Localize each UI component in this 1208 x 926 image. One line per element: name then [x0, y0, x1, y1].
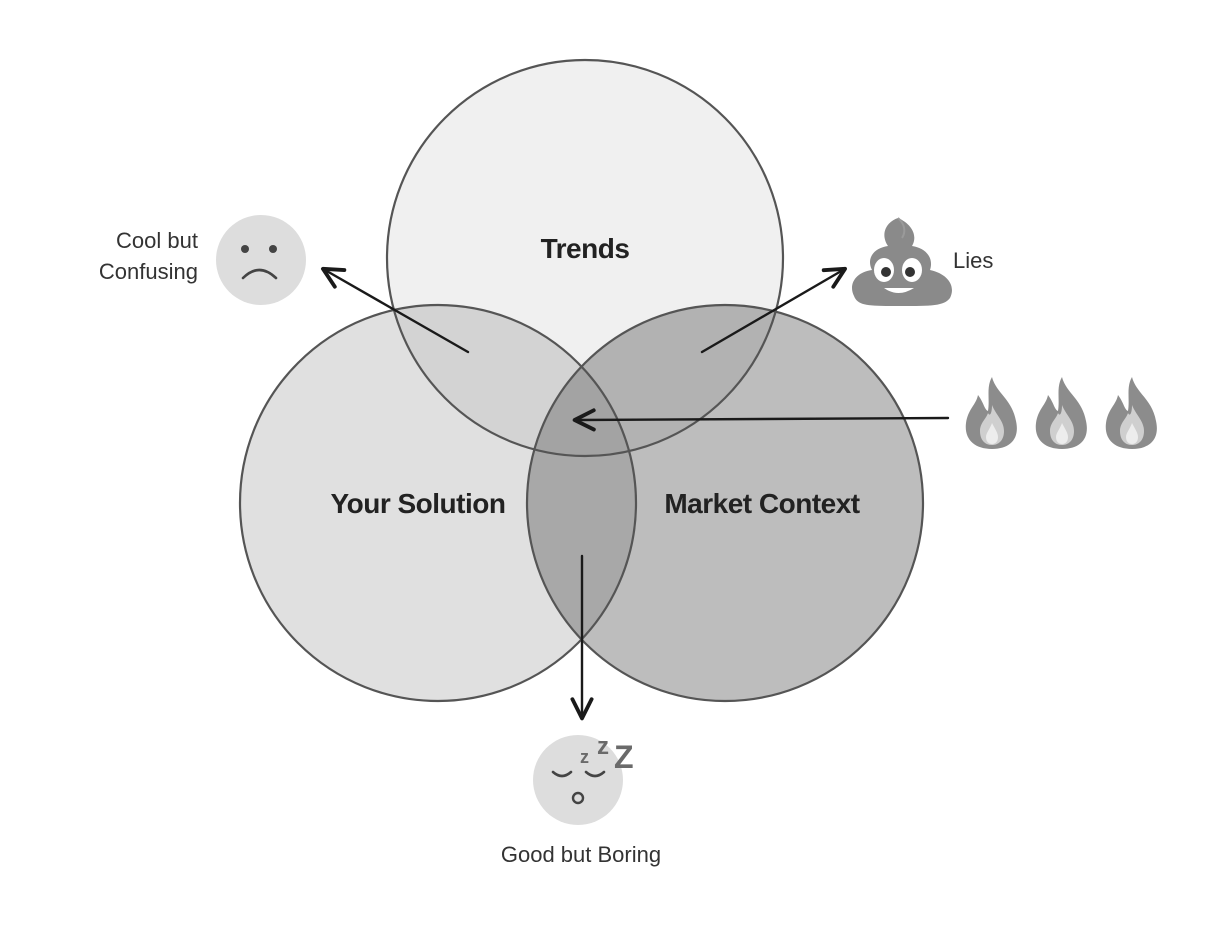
frowning-face-icon: [216, 215, 306, 305]
market-context-outline: [525, 303, 925, 703]
fire-icon: [965, 377, 1017, 449]
fire-icon: [1035, 377, 1087, 449]
market-context-label: Market Context: [664, 488, 859, 519]
arrow-to-cool-but-confusing: [320, 266, 470, 354]
fire-icon: [1105, 377, 1157, 449]
your-solution-outline: [238, 303, 638, 703]
trends-solution-overlap: [387, 305, 636, 456]
sleeping-face-icon: [533, 735, 623, 825]
arrow-from-fire: [572, 408, 950, 432]
zzz-large: Z: [614, 739, 634, 775]
arrow-to-lies: [700, 266, 847, 354]
cool-but-confusing-line2: Confusing: [99, 259, 198, 284]
trends-market-overlap: [527, 305, 783, 456]
trends-outline: [385, 58, 785, 458]
your-solution-label: Your Solution: [331, 488, 506, 519]
trends-label: Trends: [541, 233, 630, 264]
lies-label: Lies: [953, 248, 993, 273]
cool-but-confusing-line1: Cool but: [116, 228, 198, 253]
zzz-small: z: [580, 747, 589, 767]
poop-emoji-icon: [852, 217, 952, 306]
good-but-boring-label: Good but Boring: [501, 842, 661, 867]
zzz-medium: z: [597, 733, 609, 760]
